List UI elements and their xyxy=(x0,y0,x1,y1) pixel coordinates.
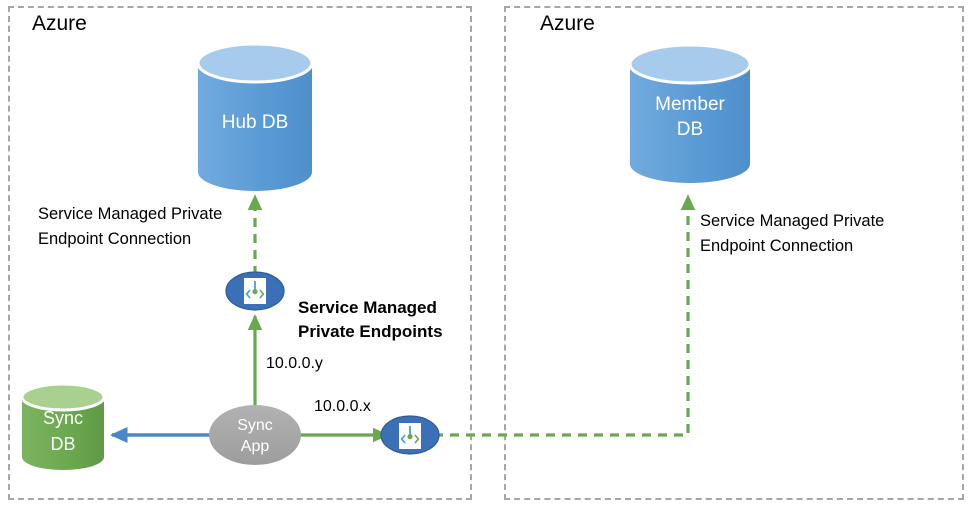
private-link-glyph xyxy=(400,426,420,444)
private-link-icon[interactable] xyxy=(399,423,421,449)
hub-db-shape xyxy=(196,42,314,191)
member-endpoint-connection-note: Service Managed Private Endpoint Connect… xyxy=(700,212,885,255)
sync-db-shape xyxy=(20,382,106,470)
azure-boundary-right xyxy=(504,6,964,500)
ip-label-member-path: 10.0.0.x xyxy=(314,398,371,415)
member-db-shape xyxy=(628,43,752,183)
azure-panel-label-right: Azure xyxy=(540,12,595,35)
private-link-glyph xyxy=(245,281,265,299)
edge-pe-member-to-member-db xyxy=(434,194,696,437)
azure-panel-label-left: Azure xyxy=(32,12,87,35)
service-managed-private-endpoints-heading: Service Managed Private Endpoints xyxy=(298,298,443,341)
azure-boundary-left xyxy=(8,6,472,500)
ip-label-hub-path: 10.0.0.y xyxy=(266,355,323,372)
hub-endpoint-connection-note: Service Managed Private Endpoint Connect… xyxy=(38,205,223,248)
private-link-icon[interactable] xyxy=(244,278,266,304)
sync-app-shape xyxy=(209,405,301,465)
